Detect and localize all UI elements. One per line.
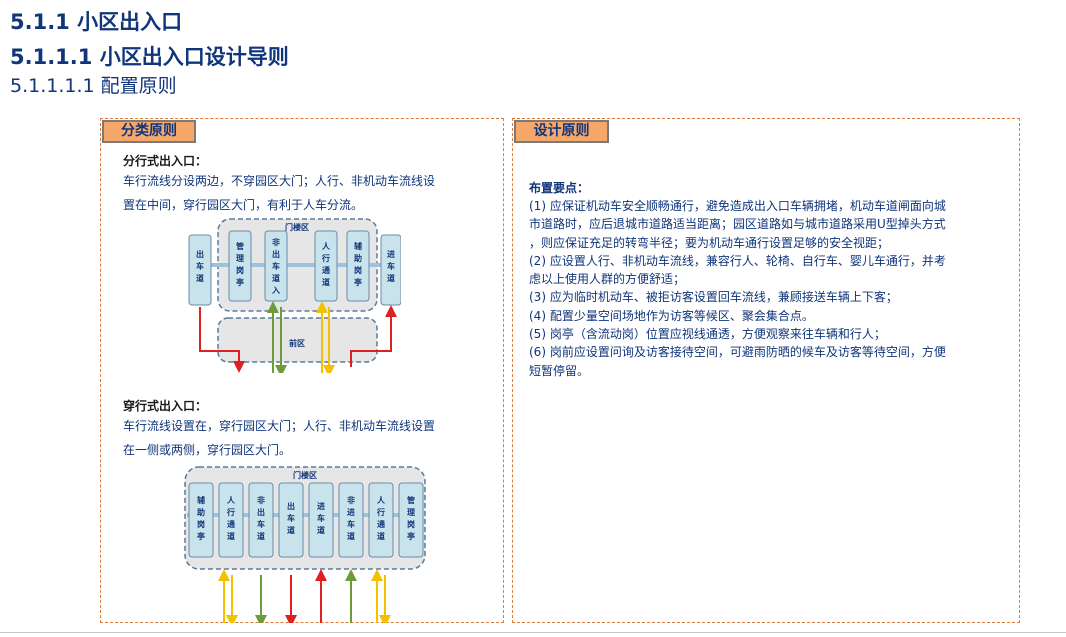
lane-pedestrian: 人行通道 bbox=[314, 230, 338, 302]
layout-point-line: 短暂停留。 bbox=[529, 363, 590, 378]
lane-aux-booth: 辅助岗亭 bbox=[346, 230, 370, 302]
svg-text:管理岗亭: 管理岗亭 bbox=[407, 495, 415, 541]
lane-out-vehicle: 出车道 bbox=[278, 482, 304, 558]
layout-point-line: 市道路时，应后退城市道路适当距离；园区道路如与城市道路采用U型掉头方式 bbox=[529, 217, 946, 232]
gate-zone-label: 门楼区 bbox=[285, 222, 309, 232]
design-principles-tab: 设计原则 bbox=[514, 120, 609, 143]
through-entrance-diagram: 门楼区 辅助岗亭 人行通道 非出车道 出车道 进车道 非进车道 人行通道 bbox=[184, 466, 426, 623]
front-zone-label: 前区 bbox=[289, 338, 305, 348]
lane-guard-booth: 管理岗亭 bbox=[398, 482, 424, 558]
separated-line-1: 车行流线分设两边，不穿园区大门；人行、非机动车流线设 bbox=[123, 174, 436, 188]
layout-point-line: (6) 岗前应设置问询及访客接待空间，可避雨防晒的候车及访客等待空间，方便 bbox=[529, 345, 946, 360]
lane-guard-booth: 管理岗亭 bbox=[228, 230, 252, 302]
layout-point-line: (2) 应设置人行、非机动车流线，兼容行人、轮椅、自行车、婴儿车通行，并考 bbox=[529, 253, 946, 268]
lane-in-vehicle: 进车道 bbox=[380, 234, 401, 306]
svg-text:出车道: 出车道 bbox=[196, 249, 204, 283]
svg-text:非进车道: 非进车道 bbox=[347, 495, 355, 541]
svg-text:人行通道: 人行通道 bbox=[376, 495, 386, 541]
layout-point-line: ，则应保证充足的转弯半径；要为机动车通行设置足够的安全视距； bbox=[529, 235, 890, 250]
svg-text:人行通道: 人行通道 bbox=[321, 241, 331, 287]
layout-point-line: (3) 应为临时机动车、被拒访客设置回车流线，兼顾接送车辆上下客； bbox=[529, 290, 898, 305]
lane-non-motor: 非出车道入 bbox=[264, 230, 288, 302]
gate-zone-box-2 bbox=[184, 466, 426, 570]
through-entrance-text: 车行流线设置在，穿行园区大门；人行、非机动车流线设置 在一侧或两侧，穿行园区大门… bbox=[123, 414, 493, 462]
layout-point-line: (1) 应保证机动车安全顺畅通行，避免造成出入口车辆拥堵，机动车道闸面向城 bbox=[529, 199, 946, 213]
svg-text:非出车道: 非出车道 bbox=[257, 495, 265, 541]
lane-aux-booth: 辅助岗亭 bbox=[188, 482, 214, 558]
svg-text:辅助岗亭: 辅助岗亭 bbox=[197, 495, 205, 541]
lane-non-motor-in: 非进车道 bbox=[338, 482, 364, 558]
heading-level1: 5.1.1 小区出入口 bbox=[10, 10, 183, 34]
svg-text:非出车道入: 非出车道入 bbox=[271, 237, 280, 295]
svg-text:进车道: 进车道 bbox=[387, 249, 395, 283]
separated-line-2: 置在中间，穿行园区大门，有利于人车分流。 bbox=[123, 198, 364, 212]
svg-text:人行通道: 人行通道 bbox=[226, 495, 236, 541]
layout-point-line: 虑以上使用人群的方便舒适； bbox=[529, 272, 686, 287]
lane-pedestrian-left: 人行通道 bbox=[218, 482, 244, 558]
layout-points-list: (1) 应保证机动车安全顺畅通行，避免造成出入口车辆拥堵，机动车道闸面向城 市道… bbox=[529, 197, 999, 380]
heading-level2: 5.1.1.1 小区出入口设计导则 bbox=[10, 45, 289, 69]
svg-text:进车道: 进车道 bbox=[317, 501, 325, 535]
classification-tab: 分类原则 bbox=[102, 120, 196, 143]
red-in-arrow bbox=[350, 305, 397, 367]
layout-point-line: (5) 岗亭（含流动岗）位置应视线通透，方便观察来往车辆和行人； bbox=[529, 327, 886, 342]
separated-entrance-title: 分行式出入口： bbox=[123, 154, 208, 168]
svg-text:辅助岗亭: 辅助岗亭 bbox=[354, 241, 362, 287]
layout-point-line: (4) 配置少量空间场地作为访客等候区、聚会集合点。 bbox=[529, 308, 814, 323]
design-principles-panel: 设计原则 布置要点： (1) 应保证机动车安全顺畅通行，避免造成出入口车辆拥堵，… bbox=[512, 118, 1020, 623]
through-line-2: 在一侧或两侧，穿行园区大门。 bbox=[123, 443, 292, 457]
footer-divider bbox=[0, 632, 1066, 633]
gate-zone-label-2: 门楼区 bbox=[293, 470, 317, 480]
separated-entrance-text: 车行流线分设两边，不穿园区大门；人行、非机动车流线设 置在中间，穿行园区大门，有… bbox=[123, 169, 493, 217]
separated-entrance-diagram: 门楼区 前区 出车道 管理岗亭 非出车道入 人行通道 辅助岗亭 进车道 bbox=[188, 218, 401, 373]
lane-out-vehicle: 出车道 bbox=[188, 234, 212, 306]
through-entrance-title: 穿行式出入口： bbox=[123, 399, 208, 413]
heading-level3: 5.1.1.1.1 配置原则 bbox=[10, 75, 177, 97]
lane-pedestrian-right: 人行通道 bbox=[368, 482, 394, 558]
through-line-1: 车行流线设置在，穿行园区大门；人行、非机动车流线设置 bbox=[123, 419, 436, 433]
svg-text:管理岗亭: 管理岗亭 bbox=[236, 241, 244, 287]
classification-panel: 分类原则 分行式出入口： 车行流线分设两边，不穿园区大门；人行、非机动车流线设 … bbox=[100, 118, 504, 623]
lane-non-motor-out: 非出车道 bbox=[248, 482, 274, 558]
front-zone-box bbox=[217, 317, 378, 363]
red-out-arrow bbox=[199, 307, 245, 373]
layout-points-title: 布置要点： bbox=[529, 181, 590, 195]
svg-text:出车道: 出车道 bbox=[287, 501, 295, 535]
lane-in-vehicle: 进车道 bbox=[308, 482, 334, 558]
